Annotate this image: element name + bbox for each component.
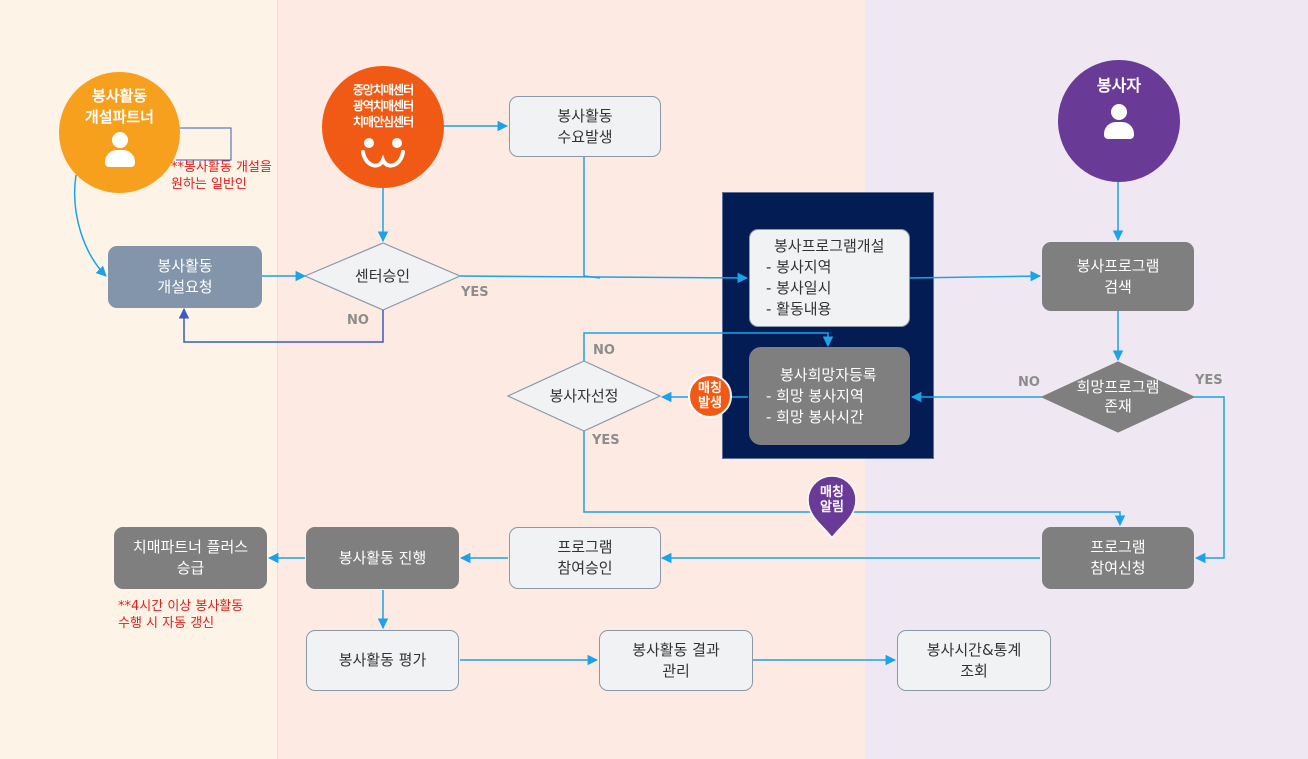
demand-node[interactable]: 봉사활동 수요발생 [509,96,661,157]
wish-register-item: - 희망 봉사지역 [766,386,864,405]
wish-register-title: 봉사희망자등록 [780,365,877,384]
volunteer-select-diamond [506,360,662,432]
participation-approve-node[interactable]: 프로그램 참여승인 [509,527,661,589]
stats-node[interactable]: 봉사시간&통계 조회 [897,630,1051,691]
volunteer-title: 봉사자 [1096,76,1142,95]
partner-actor: 봉사활동 개설파트너 [59,72,180,193]
program-search-node[interactable]: 봉사프로그램 검색 [1042,242,1194,311]
match-notice-badge: 매칭 알림 [804,474,860,540]
partner-upgrade-node[interactable]: 치매파트너 플러스 승급 [114,527,267,589]
edge-select-no [583,332,834,361]
edge-approval-yes [459,272,749,284]
person-icon [104,132,135,168]
select-yes-label: YES [592,433,620,448]
center-actor: 중앙치매센터 광역치매센터 치매안심센터 [322,66,444,188]
activity-evaluation-node[interactable]: 봉사활동 평가 [306,630,459,691]
edge-partner-to-request [73,174,107,277]
result-management-node[interactable]: 봉사활동 결과 관리 [599,630,753,691]
edge-demand-down [583,157,601,279]
edge-approval-no [178,307,384,343]
map-pin-icon [807,475,857,540]
match-occur-badge: 매칭 발생 [688,374,732,418]
exists-no-label: NO [1018,375,1040,390]
upgrade-note: **4시간 이상 봉사활동 수행 시 자동 갱신 [118,599,244,631]
edge-exists-yes [1194,396,1225,564]
person-icon [1104,104,1134,140]
edge-partner-note-leader [176,127,232,161]
center-approval-label: 센터승인 [354,266,411,285]
program-open-item: - 봉사일시 [766,279,832,297]
partner-title: 봉사활동 개설파트너 [84,87,154,126]
partner-note: **봉사활동 개설을 원하는 일반인 [171,160,272,192]
wish-register-node[interactable]: 봉사희망자등록 - 희망 봉사지역 - 희망 봉사시간 [749,347,910,445]
approval-yes-label: YES [461,285,489,300]
edge-program-to-search [909,270,1042,282]
volunteer-select-label: 봉사자선정 [549,386,619,405]
program-open-item: - 봉사지역 [766,258,832,276]
exists-yes-label: YES [1195,373,1223,388]
center-logo-icon [361,138,405,168]
program-open-item: - 활동내용 [766,300,832,318]
match-notice-text: 매칭 알림 [820,485,844,515]
program-open-node[interactable]: 봉사프로그램개설 - 봉사지역 - 봉사일시 - 활동내용 [749,229,910,327]
approval-no-label: NO [347,313,369,328]
participation-request-node[interactable]: 프로그램 참여신청 [1042,527,1194,589]
volunteer-actor: 봉사자 [1058,60,1180,182]
program-open-title: 봉사프로그램개설 [774,237,885,255]
wish-register-item: - 희망 봉사시간 [766,407,864,426]
open-request-node[interactable]: 봉사활동 개설요청 [108,246,262,308]
select-no-label: NO [593,343,615,358]
center-title: 중앙치매센터 광역치매센터 치매안심센터 [352,83,414,129]
activity-progress-node[interactable]: 봉사활동 진행 [306,527,459,589]
wish-program-label: 희망프로그램 존재 [1076,378,1160,415]
